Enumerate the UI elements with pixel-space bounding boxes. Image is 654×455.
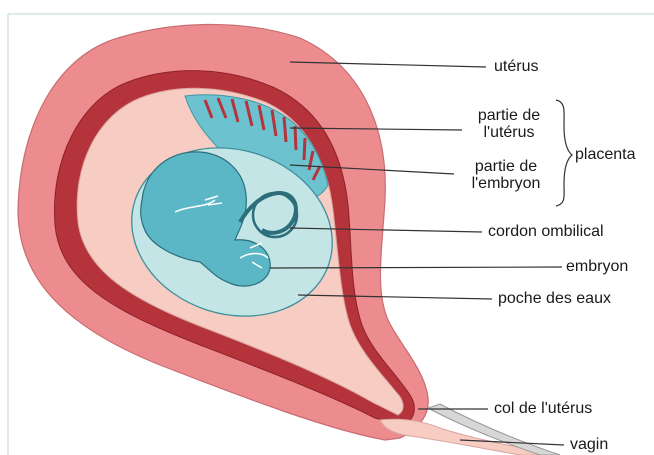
label-placenta-embryo-part: partie de l'embryon (458, 158, 554, 192)
label-placenta-uterus-part: partie de l'utérus (464, 107, 554, 141)
placenta-brace (556, 100, 572, 206)
label-embryo: embryon (566, 258, 628, 275)
label-placenta-uterus-line1: partie de (464, 107, 554, 124)
label-uterus: utérus (494, 58, 538, 75)
label-amniotic-sac: poche des eaux (498, 290, 611, 307)
label-placenta-uterus-line2: l'utérus (464, 124, 554, 141)
label-placenta: placenta (575, 146, 636, 163)
label-vagina: vagin (570, 436, 608, 453)
label-placenta-embryo-line2: l'embryon (458, 175, 554, 192)
label-cervix: col de l'utérus (494, 400, 592, 417)
label-umbilical-cord: cordon ombilical (488, 223, 604, 240)
label-placenta-embryo-line1: partie de (458, 158, 554, 175)
